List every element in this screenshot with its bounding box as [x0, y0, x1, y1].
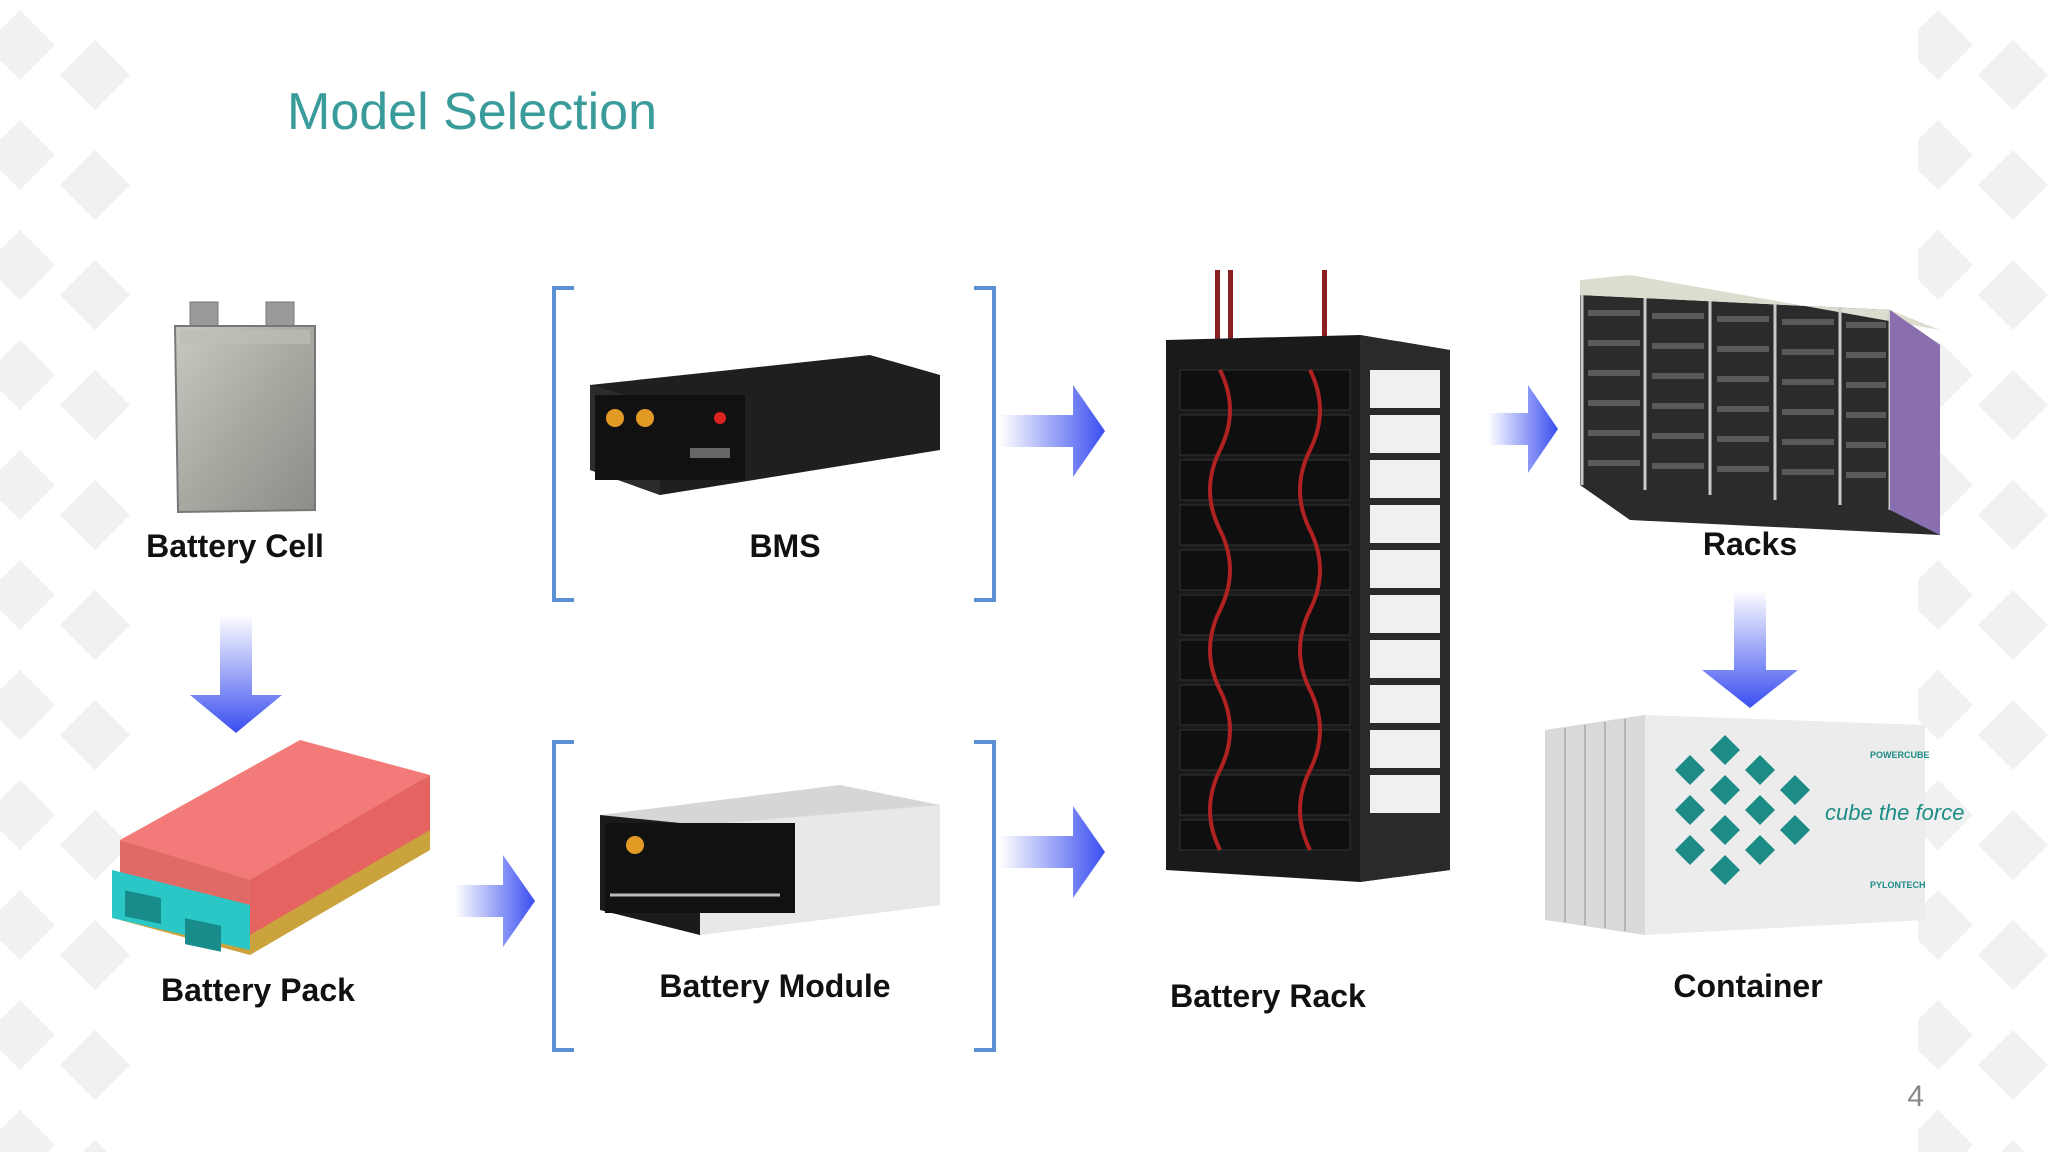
- bms-image: [590, 355, 940, 495]
- slide-title: Model Selection: [287, 83, 657, 141]
- battery-module-label: Battery Module: [659, 968, 891, 1004]
- page-number: 4: [1907, 1080, 1924, 1113]
- battery-rack-image: [1166, 270, 1450, 882]
- battery-module-image: [600, 785, 940, 935]
- bms-bracket: [552, 286, 996, 602]
- container-label: Container: [1673, 968, 1823, 1004]
- battery-pack-label: Battery Pack: [161, 972, 355, 1008]
- battery-cell-image: [173, 301, 316, 514]
- arrow-racks-to-container: [1702, 590, 1798, 708]
- container-brand-bottom: PYLONTECH: [1870, 880, 1926, 890]
- battery-module-bracket: [552, 740, 996, 1052]
- arrow-bms-to-rack: [1000, 385, 1105, 477]
- container-brand-top: POWERCUBE: [1870, 750, 1930, 760]
- container-slogan: cube the force: [1825, 800, 1964, 825]
- arrow-rack-to-racks: [1488, 385, 1558, 473]
- battery-cell-label: Battery Cell: [146, 528, 324, 564]
- arrow-pack-to-module: [455, 855, 535, 947]
- container-image: cube the force POWERCUBE PYLONTECH: [1545, 715, 1964, 935]
- arrow-cell-to-pack: [190, 615, 282, 733]
- background-pattern-left: [0, 0, 130, 1152]
- background-pattern-right: [1918, 0, 2048, 1152]
- racks-image: [1580, 275, 1940, 535]
- bms-label: BMS: [749, 528, 821, 564]
- racks-label: Racks: [1702, 526, 1798, 562]
- arrow-module-to-rack: [1000, 806, 1105, 898]
- battery-pack-image: [112, 740, 430, 955]
- battery-rack-label: Battery Rack: [1170, 978, 1366, 1014]
